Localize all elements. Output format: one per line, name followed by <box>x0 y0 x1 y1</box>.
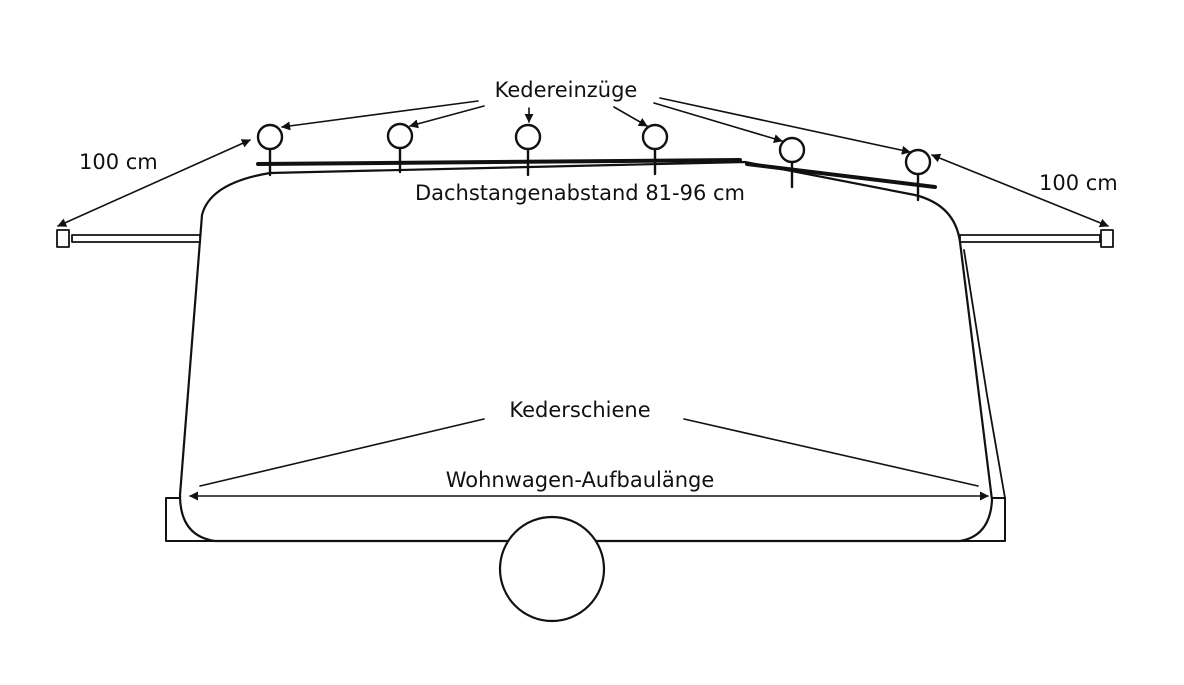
kedereinzug-1 <box>256 123 284 177</box>
kedereinzug-4 <box>641 123 669 176</box>
left-distance-arrow <box>57 139 251 227</box>
label-kederschiene: Kederschiene <box>509 398 650 422</box>
rear-wall-line <box>963 249 1006 499</box>
label-left-distance: 100 cm <box>79 150 158 174</box>
label-roof-bar-spacing: Dachstangenabstand 81-96 cm <box>415 181 745 205</box>
roof-bar-rear <box>745 162 937 189</box>
kederschiene-line-left <box>199 418 485 487</box>
kederschiene-line-right <box>683 418 979 487</box>
label-right-distance: 100 cm <box>1039 171 1118 195</box>
kedereinzug-2 <box>386 122 414 174</box>
kedereinzug-6 <box>904 148 932 202</box>
left-pole <box>56 229 201 248</box>
wheel <box>498 515 606 623</box>
right-distance-arrow <box>931 153 1109 228</box>
label-body-length: Wohnwagen-Aufbaulänge <box>446 468 715 492</box>
kedereinzug-5 <box>778 136 806 189</box>
right-pole <box>959 229 1114 248</box>
kedereinzuege-arrows <box>281 97 911 155</box>
label-kedereinzuege: Kedereinzüge <box>495 78 638 102</box>
roof-bar-front <box>256 158 742 166</box>
kedereinzug-3 <box>514 123 542 177</box>
